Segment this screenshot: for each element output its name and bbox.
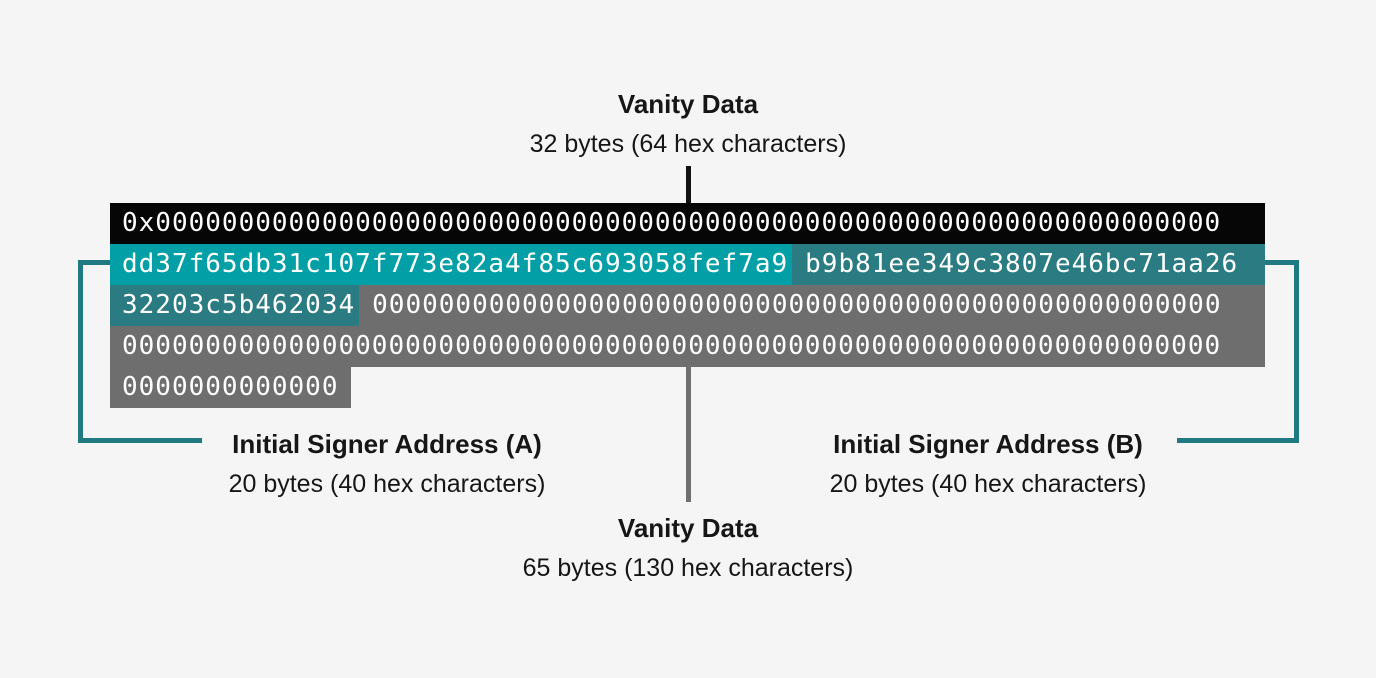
vanity-data-top-label: Vanity Data 32 bytes (64 hex characters)	[338, 84, 1038, 164]
vanity-data-bottom-subtitle: 65 bytes (130 hex characters)	[522, 554, 854, 582]
hex-row-prefix: 0x00000000000000000000000000000000000000…	[110, 203, 1265, 244]
signer-b-bracket-vertical	[1294, 260, 1299, 443]
vanity-bottom-connector-line	[686, 367, 691, 502]
signer-b-label: Initial Signer Address (B) 20 bytes (40 …	[738, 424, 1238, 504]
signer-b-segment-1: b9b81ee349c3807e46bc71aa26	[805, 249, 1239, 279]
signer-a-bracket-vertical	[78, 260, 83, 443]
signer-a-title: Initial Signer Address (A)	[232, 429, 542, 459]
signer-a-bracket-bottom	[78, 438, 202, 443]
signer-b-subtitle: 20 bytes (40 hex characters)	[829, 470, 1147, 498]
signer-b-segment-2: 32203c5b462034	[110, 285, 360, 326]
signer-a-bracket-top	[78, 260, 110, 265]
prefix-zeros: 0x00000000000000000000000000000000000000…	[122, 208, 1222, 238]
signer-b-bracket-top	[1265, 260, 1299, 265]
hex-row-signer-b-wrap: 32203c5b462034 00000000000000000000000000…	[110, 285, 1265, 326]
vanity-data-bottom-title: Vanity Data	[617, 513, 759, 543]
hex-row-signers: dd37f65db31c107f773e82a4f85c693058fef7a9…	[110, 244, 1265, 285]
signer-b-bracket-bottom	[1177, 438, 1299, 443]
vanity-data-top-title: Vanity Data	[617, 89, 759, 119]
vanity-zeros-row-1: 0000000000000000000000000000000000000000…	[372, 290, 1222, 320]
vanity-data-top-subtitle: 32 bytes (64 hex characters)	[529, 130, 847, 158]
signer-a-label: Initial Signer Address (A) 20 bytes (40 …	[137, 424, 637, 504]
vanity-data-bottom-label: Vanity Data 65 bytes (130 hex characters…	[338, 508, 1038, 588]
vanity-top-connector-line	[686, 166, 691, 203]
signer-a-segment: dd37f65db31c107f773e82a4f85c693058fef7a9	[110, 244, 793, 285]
signer-a-subtitle: 20 bytes (40 hex characters)	[228, 470, 546, 498]
hex-data-block: 0x00000000000000000000000000000000000000…	[110, 203, 1265, 408]
signer-b-title: Initial Signer Address (B)	[833, 429, 1143, 459]
vanity-zeros-row-2: 0000000000000000000000000000000000000000…	[110, 326, 1265, 367]
vanity-zeros-row-3: 0000000000000	[110, 367, 351, 408]
